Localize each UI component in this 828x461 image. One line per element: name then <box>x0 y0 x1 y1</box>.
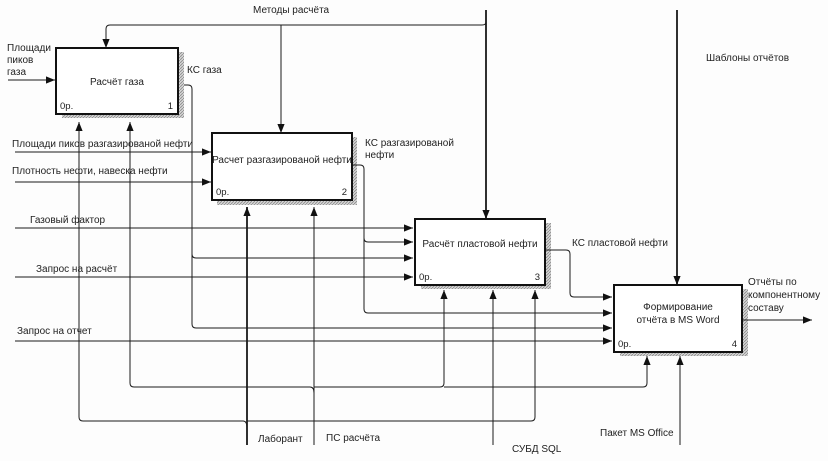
activity-node: 0р. <box>216 187 229 198</box>
label-gas-peaks-line-3: газа <box>7 67 26 78</box>
arrow-ks-reservoir-to-a4[interactable] <box>545 249 612 301</box>
arrow-software-to-a4[interactable] <box>444 356 651 388</box>
arrow-software-to-a3[interactable] <box>314 290 448 388</box>
label-software: ПС расчёта <box>326 433 380 444</box>
arrow-labels: Методы расчёта Шаблоны отчётов Площади п… <box>7 5 820 455</box>
activity-number: 1 <box>168 101 173 112</box>
activity-a2[interactable]: Расчет разгазированой нефти 0р. 2 <box>211 132 353 201</box>
label-templates: Шаблоны отчётов <box>706 52 789 64</box>
activity-node: 0р. <box>60 101 73 112</box>
activity-box[interactable] <box>414 218 546 286</box>
activity-title: Расчёт пластовой нефти <box>422 238 537 250</box>
activity-title-line-1: Формирование <box>643 302 713 313</box>
arrow-methods-to-a1[interactable] <box>102 21 487 48</box>
label-reports-line-2: компонентному <box>748 290 820 301</box>
activity-title-line-2: отчёта в MS Word <box>636 315 719 326</box>
arrow-lab-to-a3[interactable] <box>247 290 539 422</box>
arrow-ks-degassed-to-a4[interactable] <box>363 238 612 317</box>
activity-box[interactable] <box>613 284 743 353</box>
activity-number: 2 <box>342 187 347 198</box>
activity-box[interactable] <box>211 132 353 201</box>
label-gas-peaks-line-2: пиков <box>7 55 33 66</box>
activity-title: Расчёт газа <box>90 77 144 88</box>
label-ks-degassed-line-2: нефти <box>365 149 394 161</box>
activity-a4[interactable]: Формирование отчёта в MS Word 0р. 4 <box>613 284 743 353</box>
label-methods: Методы расчёта <box>253 5 330 16</box>
label-gas-peaks-line-1: Площади <box>7 43 51 54</box>
activity-a3[interactable]: Расчёт пластовой нефти 0р. 3 <box>414 218 546 286</box>
label-calc-request: Запрос на расчёт <box>36 264 118 275</box>
label-ks-degassed-line-1: КС разгазированой <box>365 138 454 149</box>
label-degassed-peaks: Площади пиков разгазированой нефти <box>12 138 193 150</box>
label-oil-density: Плотность нефти, навеска нефти <box>12 165 168 177</box>
arrows <box>8 10 812 445</box>
label-ks-reservoir: КС пластовой нефти <box>572 237 668 249</box>
activity-number: 4 <box>732 339 737 350</box>
label-reports-line-1: Отчёты по <box>748 277 797 288</box>
label-gas-factor: Газовый фактор <box>30 214 106 226</box>
label-dbms: СУБД SQL <box>512 444 562 455</box>
label-report-request: Запрос на отчет <box>17 326 92 337</box>
label-reports-line-3: составу <box>748 303 784 314</box>
activity-node: 0р. <box>419 272 432 283</box>
activity-a1[interactable]: Расчёт газа 0р. 1 <box>55 47 179 115</box>
arrow-ks-gas-to-a3[interactable] <box>184 84 413 262</box>
activity-node: 0р. <box>618 339 631 350</box>
activity-number: 3 <box>535 272 540 283</box>
arrow-software-to-a1[interactable] <box>126 122 315 394</box>
arrow-ks-gas-to-a4[interactable] <box>191 254 612 332</box>
activity-title: Расчет разгазированой нефти <box>212 154 352 166</box>
label-office: Пакет MS Office <box>600 428 674 439</box>
arrow-ks-degassed-to-a3[interactable] <box>352 164 413 246</box>
label-lab: Лаборант <box>258 433 303 445</box>
arrow-lab-to-a1[interactable] <box>75 122 248 429</box>
activity-box[interactable] <box>55 47 179 115</box>
label-ks-gas: КС газа <box>187 65 222 76</box>
